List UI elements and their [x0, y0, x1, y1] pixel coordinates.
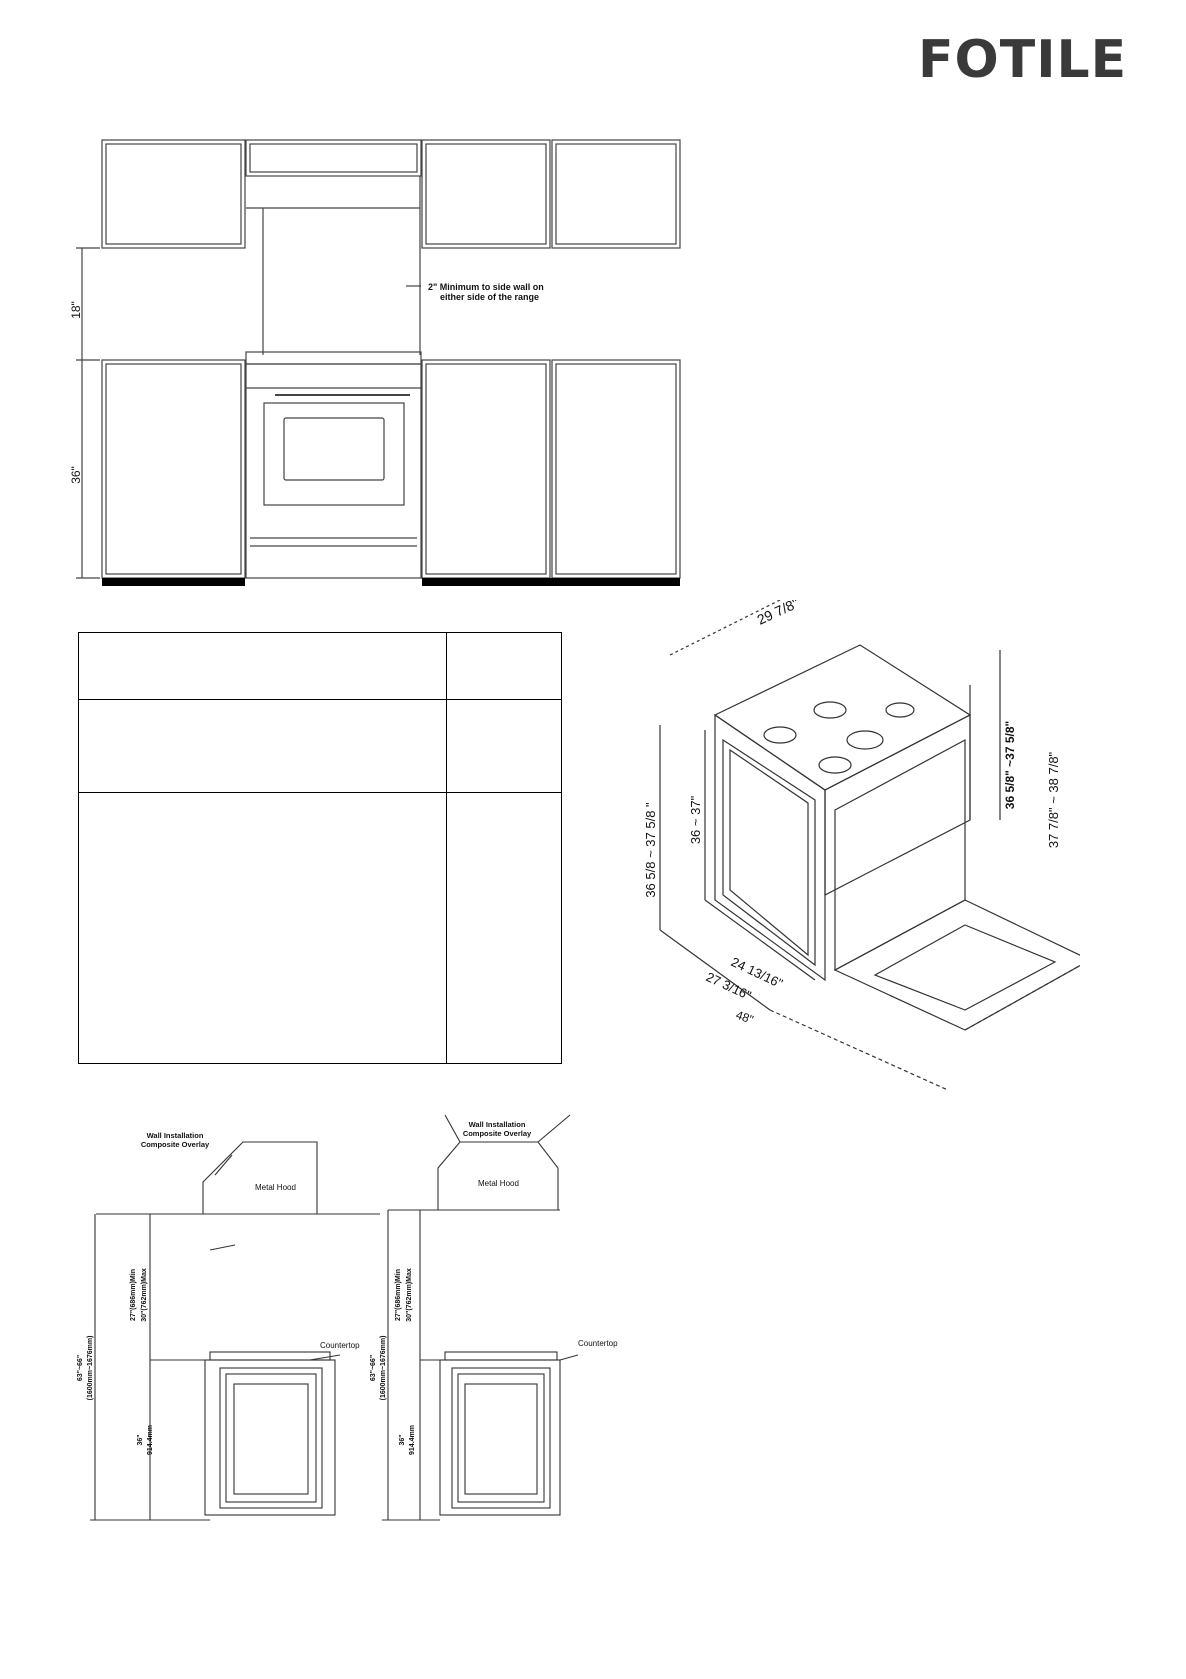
spec-table — [78, 632, 562, 1064]
countertop-label-right: Countertop — [578, 1339, 618, 1348]
side-wall-note-2: either side of the range — [440, 292, 539, 302]
iso-width: 29 7/8" — [755, 600, 802, 628]
range-cooktop — [245, 351, 422, 365]
iso-depth-door: 48" — [734, 1008, 755, 1027]
iso-open-door — [833, 899, 1080, 1031]
dim-18: 18" — [69, 301, 83, 319]
range-height-left-1: 36" — [137, 1434, 144, 1445]
install-diagram-left: Wall Installation Composite Overlay Meta… — [77, 1131, 380, 1521]
dim-36: 36" — [69, 466, 83, 484]
range-height-right-2: 914.4mm — [409, 1425, 416, 1455]
upper-cabinet-right — [551, 139, 681, 249]
range-oven-door — [263, 402, 405, 506]
clearance-max-right: 30"(762mm)Max — [406, 1268, 413, 1322]
iso-height-back: 37 7/8" ~ 38 7/8" — [1046, 751, 1061, 848]
iso-height-front: 36 ~ 37" — [688, 795, 703, 844]
range-height-right-1: 36" — [399, 1434, 406, 1445]
clearance-min-left: 27"(686mm)Min — [130, 1269, 137, 1321]
lower-cabinet-right — [551, 359, 681, 579]
total-height-right-2: (1600mm~1676mm) — [380, 1336, 387, 1401]
metal-hood-right — [437, 1141, 559, 1211]
isometric-range-drawing: 29 7/8" 37 7/8" ~ 38 7/8" 36 5/8" ~37 5/… — [643, 600, 1080, 1090]
iso-cooktop — [713, 644, 972, 791]
range-hood-cabinet — [245, 139, 422, 177]
total-height-left-1: 63"~66" — [77, 1355, 84, 1381]
total-height-right-1: 63"~66" — [370, 1355, 377, 1381]
clearance-min-right: 27"(686mm)Min — [395, 1269, 402, 1321]
upper-cabinet-mid — [421, 139, 551, 249]
lower-cabinet-mid — [421, 359, 551, 579]
iso-left-side — [714, 713, 826, 982]
overlay-label-left-2: Composite Overlay — [141, 1140, 210, 1149]
overlay-label-right-2: Composite Overlay — [463, 1129, 532, 1138]
metal-hood-left — [202, 1141, 318, 1215]
clearance-max-left: 30"(762mm)Max — [141, 1268, 148, 1322]
hood-label-right: Metal Hood — [478, 1179, 519, 1188]
iso-height-mid: 36 5/8" ~37 5/8" — [1003, 721, 1017, 809]
range-height-left-2: 914.4mm — [147, 1425, 154, 1455]
hood-label-left: Metal Hood — [255, 1183, 296, 1192]
upper-cabinet-left — [101, 139, 246, 249]
side-wall-note-1: 2" Minimum to side wall on — [428, 282, 544, 292]
total-height-left-2: (1600mm~1676mm) — [87, 1336, 94, 1401]
range-body — [245, 363, 422, 579]
overlay-label-right-1: Wall Installation — [469, 1120, 526, 1129]
fotile-logo: FOTILE — [918, 30, 1128, 90]
overlay-label-left-1: Wall Installation — [147, 1131, 204, 1140]
iso-control-panel — [824, 714, 971, 896]
countertop-label-left: Countertop — [320, 1341, 360, 1350]
front-elevation-drawing: 18" 36" 2" Minimum to side wall on eithe… — [69, 139, 681, 586]
iso-height-left: 36 5/8 ~ 37 5/8 " — [643, 802, 658, 898]
range-oven-window — [283, 417, 385, 481]
install-diagram-right: Wall Installation Composite Overlay Meta… — [370, 1114, 618, 1521]
lower-cabinet-left — [101, 359, 246, 579]
